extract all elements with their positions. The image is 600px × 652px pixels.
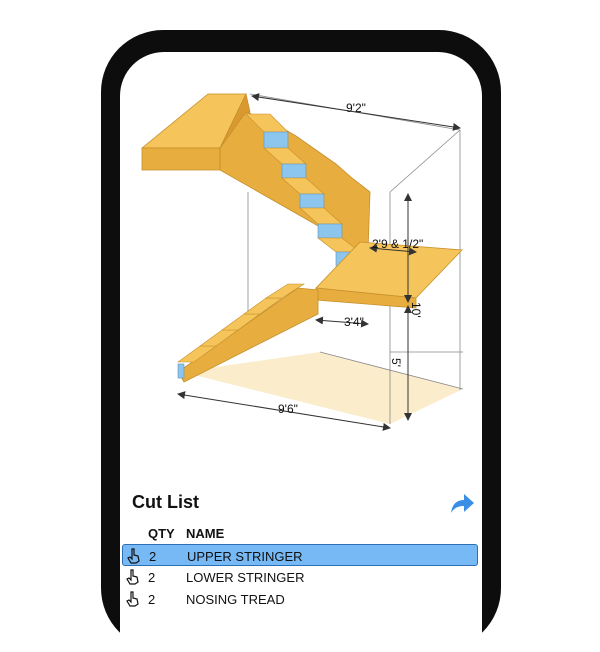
cut-list-row[interactable]: 2 LOWER STRINGER (122, 566, 478, 588)
dim-line-landing-depth (315, 316, 369, 328)
floor-footprint (182, 352, 463, 424)
row-qty: 2 (149, 549, 157, 564)
dim-line-bottom (177, 391, 391, 431)
mid-landing (315, 241, 463, 309)
upper-flight (219, 111, 371, 267)
dim-line-top (251, 93, 461, 131)
cut-list-row[interactable]: 2 NOSING TREAD (122, 588, 478, 610)
row-name: LOWER STRINGER (186, 570, 305, 585)
dim-label-upper-height: 10' (409, 302, 423, 318)
app-screen: 9'2" 2'9 & 1/2" 10' 3'4" 5' 9'6" Cut Lis… (120, 52, 482, 652)
hand-pointer-icon (126, 569, 139, 585)
hand-pointer-icon (126, 591, 139, 607)
cut-list-title: Cut List (132, 492, 199, 512)
row-name: UPPER STRINGER (187, 549, 303, 564)
stair-diagram: 9'2" 2'9 & 1/2" 10' 3'4" 5' 9'6" (140, 92, 464, 431)
header-name: NAME (186, 526, 225, 541)
dim-label-lower-height: 5' (389, 358, 403, 367)
dim-label-bottom: 9'6" (278, 402, 298, 416)
share-arrow-icon[interactable] (450, 492, 476, 514)
dim-line-landing-width (369, 244, 417, 256)
dim-label-landing-depth: 3'4" (344, 315, 364, 329)
dim-label-landing-width: 2'9 & 1/2" (372, 237, 423, 251)
header-qty: QTY (148, 526, 175, 541)
row-qty: 2 (148, 570, 156, 585)
upper-landing (140, 92, 251, 171)
hand-pointer-icon (127, 548, 140, 564)
lower-flight (177, 283, 319, 383)
cut-list-row[interactable]: 2 UPPER STRINGER (122, 544, 478, 566)
cut-list-header: QTY NAME (120, 526, 482, 546)
dim-label-top: 9'2" (346, 101, 366, 115)
